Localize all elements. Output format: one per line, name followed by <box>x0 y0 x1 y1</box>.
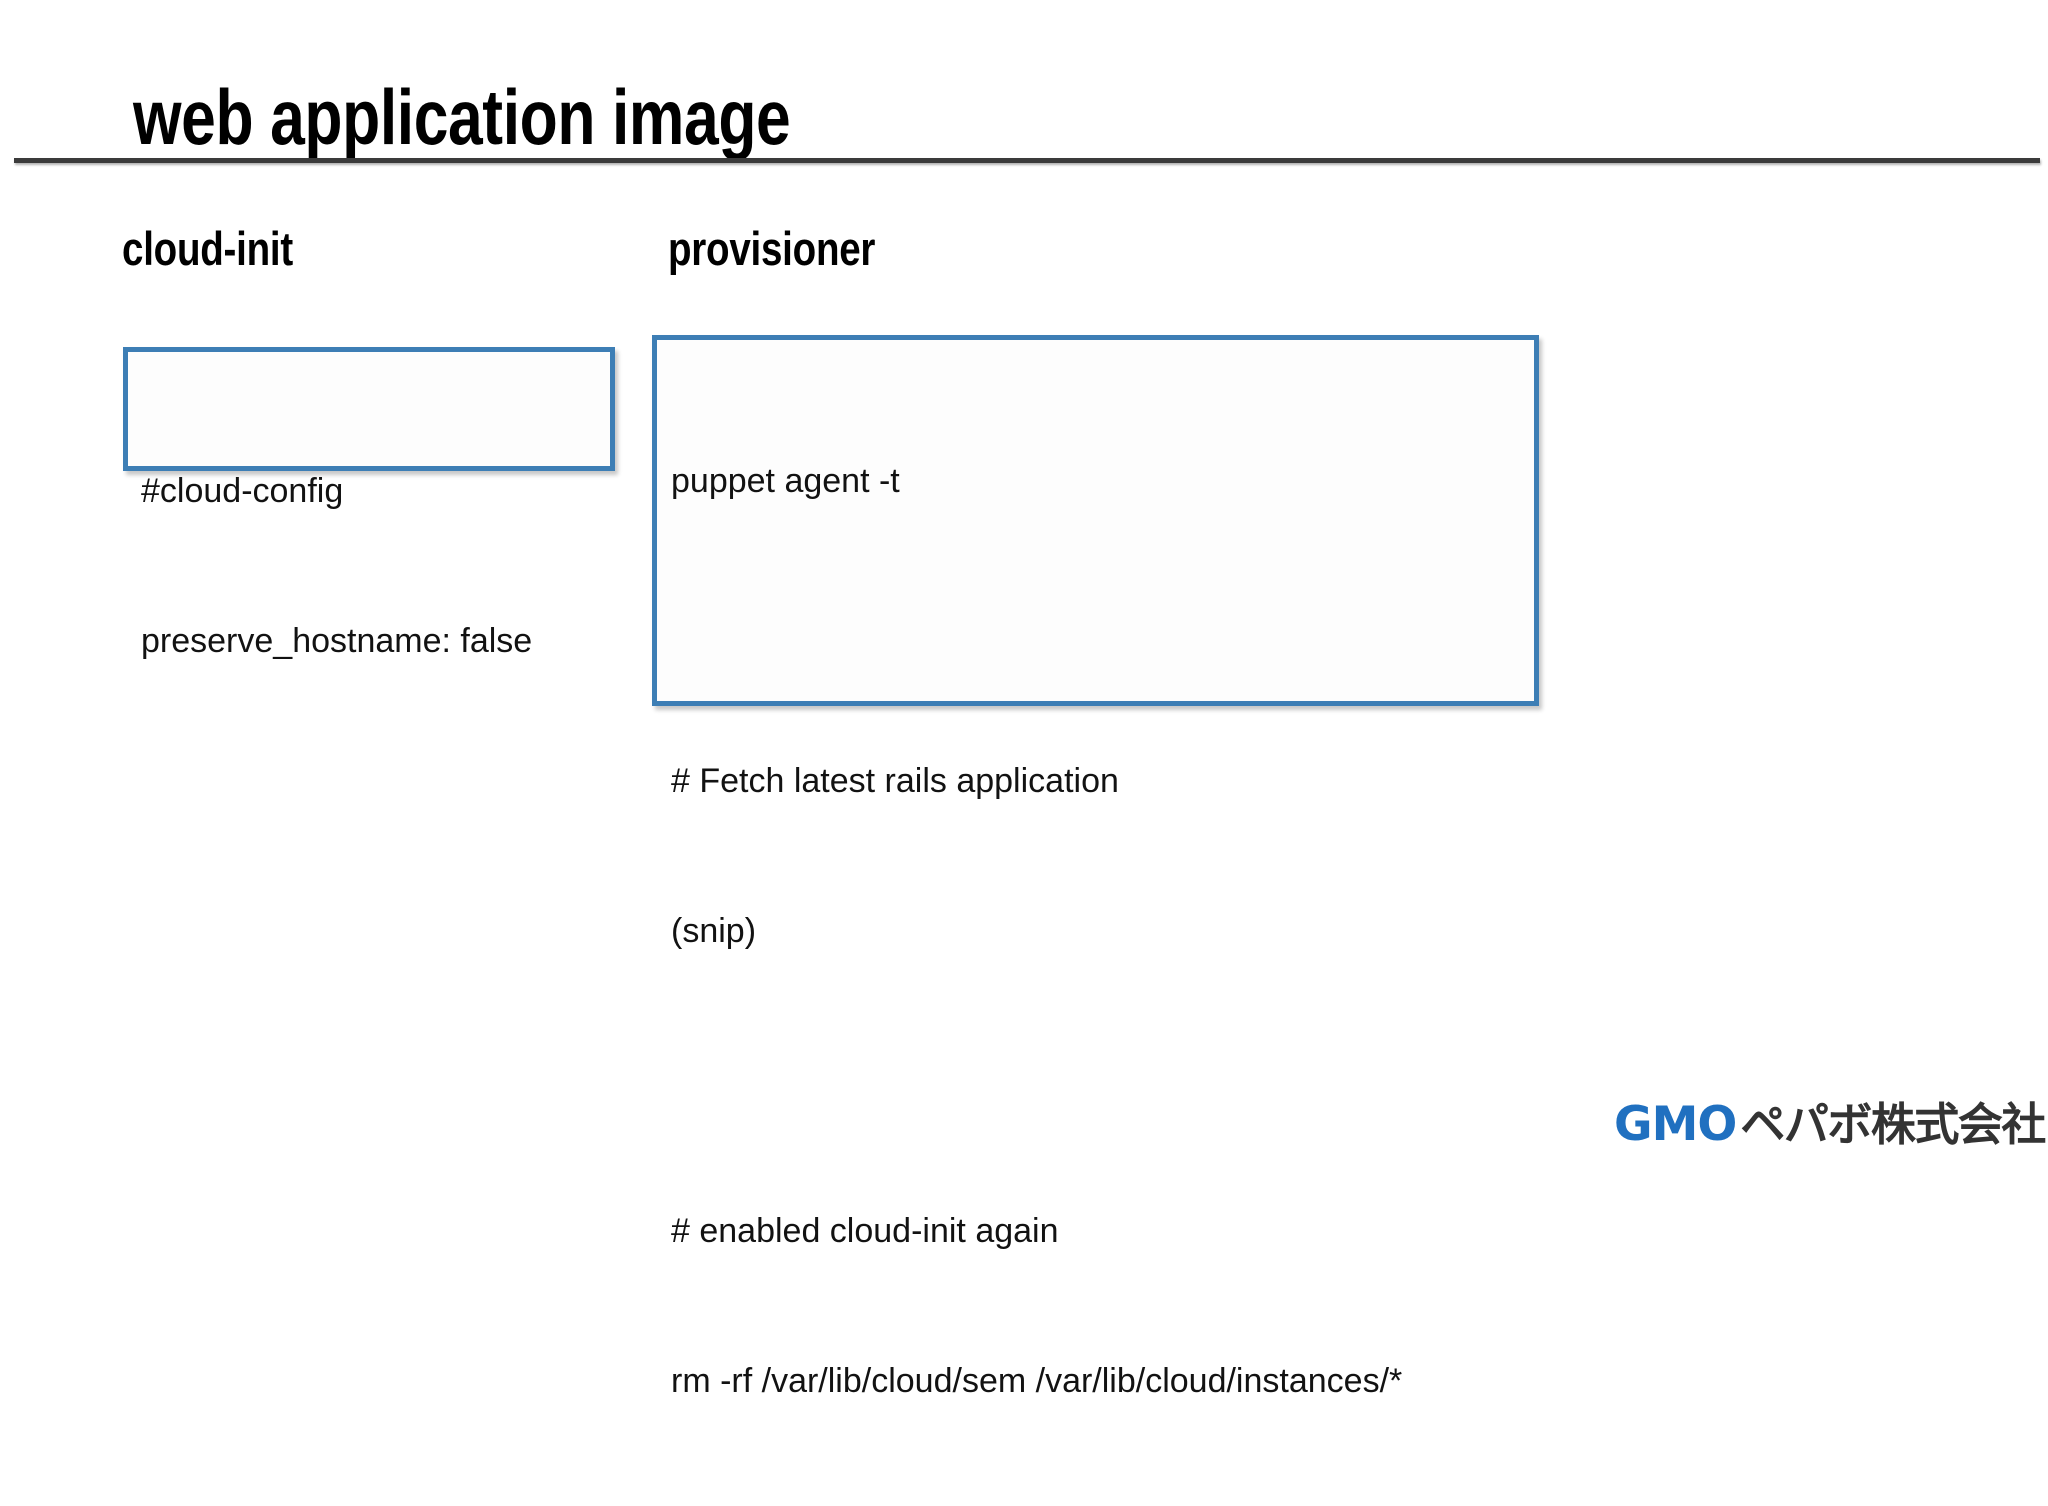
code-line: rm -rf /var/lib/cloud/sem /var/lib/cloud… <box>671 1362 1403 1400</box>
logo-company-name-text: ペパボ株式会社 <box>1740 1098 2046 1151</box>
code-line-blank <box>671 1056 1534 1106</box>
page-title: web application image <box>133 73 791 162</box>
section-heading-cloud-init: cloud-init <box>122 222 293 275</box>
code-line: # enabled cloud-init again <box>671 1212 1059 1250</box>
section-heading-provisioner: provisioner <box>668 222 876 275</box>
logo-brand-text: GMO <box>1614 1097 1737 1152</box>
code-box-cloud-init: #cloud-config preserve_hostname: false <box>123 347 615 660</box>
code-line-blank <box>671 606 1534 656</box>
code-box-provisioner: puppet agent -t # Fetch latest rails app… <box>652 335 1539 1400</box>
title-divider <box>14 158 2040 163</box>
code-line: puppet agent -t <box>671 462 900 500</box>
code-line: (snip) <box>671 912 757 950</box>
code-line: preserve_hostname: false <box>141 622 533 660</box>
code-line: # Fetch latest rails application <box>671 762 1119 800</box>
code-line: #cloud-config <box>141 472 344 510</box>
company-logo: GMO ペパボ株式会社 <box>1614 1088 2046 1153</box>
